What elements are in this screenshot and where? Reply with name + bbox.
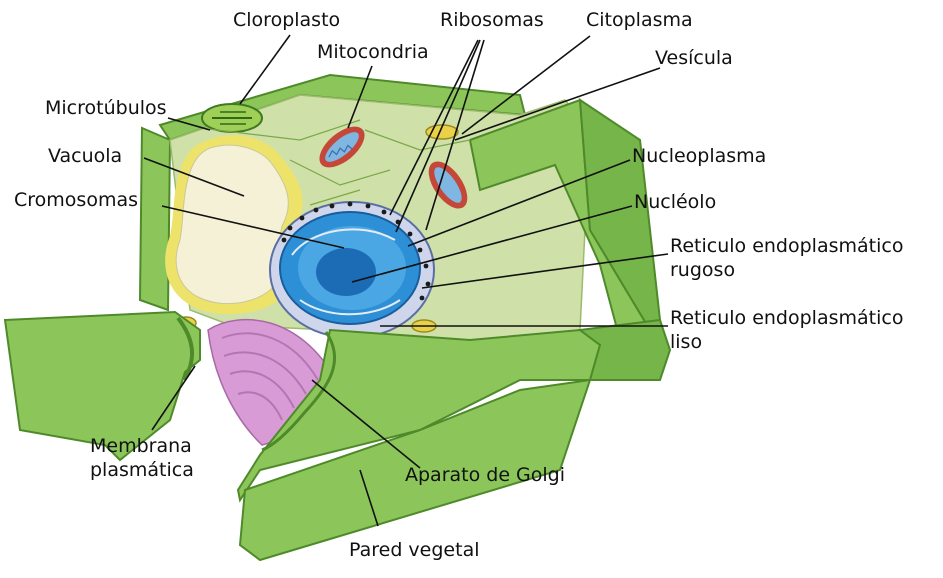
label-citoplasma: Citoplasma	[586, 9, 693, 31]
label-rer-line1: Reticulo endoplasmático	[670, 235, 903, 257]
nucleolus	[316, 248, 376, 296]
label-vesicula: Vesícula	[655, 47, 733, 69]
label-ribosomas: Ribosomas	[440, 9, 544, 31]
label-mitocondria: Mitocondria	[317, 41, 429, 63]
label-vacuola: Vacuola	[48, 145, 122, 167]
label-cloroplasto: Cloroplasto	[233, 9, 340, 31]
label-rer-line2: rugoso	[670, 259, 735, 281]
label-membrana-line2: plasmática	[90, 459, 194, 481]
chloroplast	[202, 104, 262, 132]
nucleus	[270, 202, 434, 338]
label-cromosomas: Cromosomas	[14, 189, 138, 211]
label-golgi: Aparato de Golgi	[405, 464, 565, 486]
label-rel-line1: Reticulo endoplasmático	[670, 307, 903, 329]
label-microtubulos: Microtúbulos	[45, 97, 167, 119]
label-nucleolo: Nucléolo	[634, 191, 716, 213]
label-membrana-line1: Membrana	[90, 435, 192, 457]
label-rel-line2: liso	[670, 331, 702, 353]
label-nucleoplasma: Nucleoplasma	[632, 145, 766, 167]
label-pared: Pared vegetal	[349, 539, 480, 561]
